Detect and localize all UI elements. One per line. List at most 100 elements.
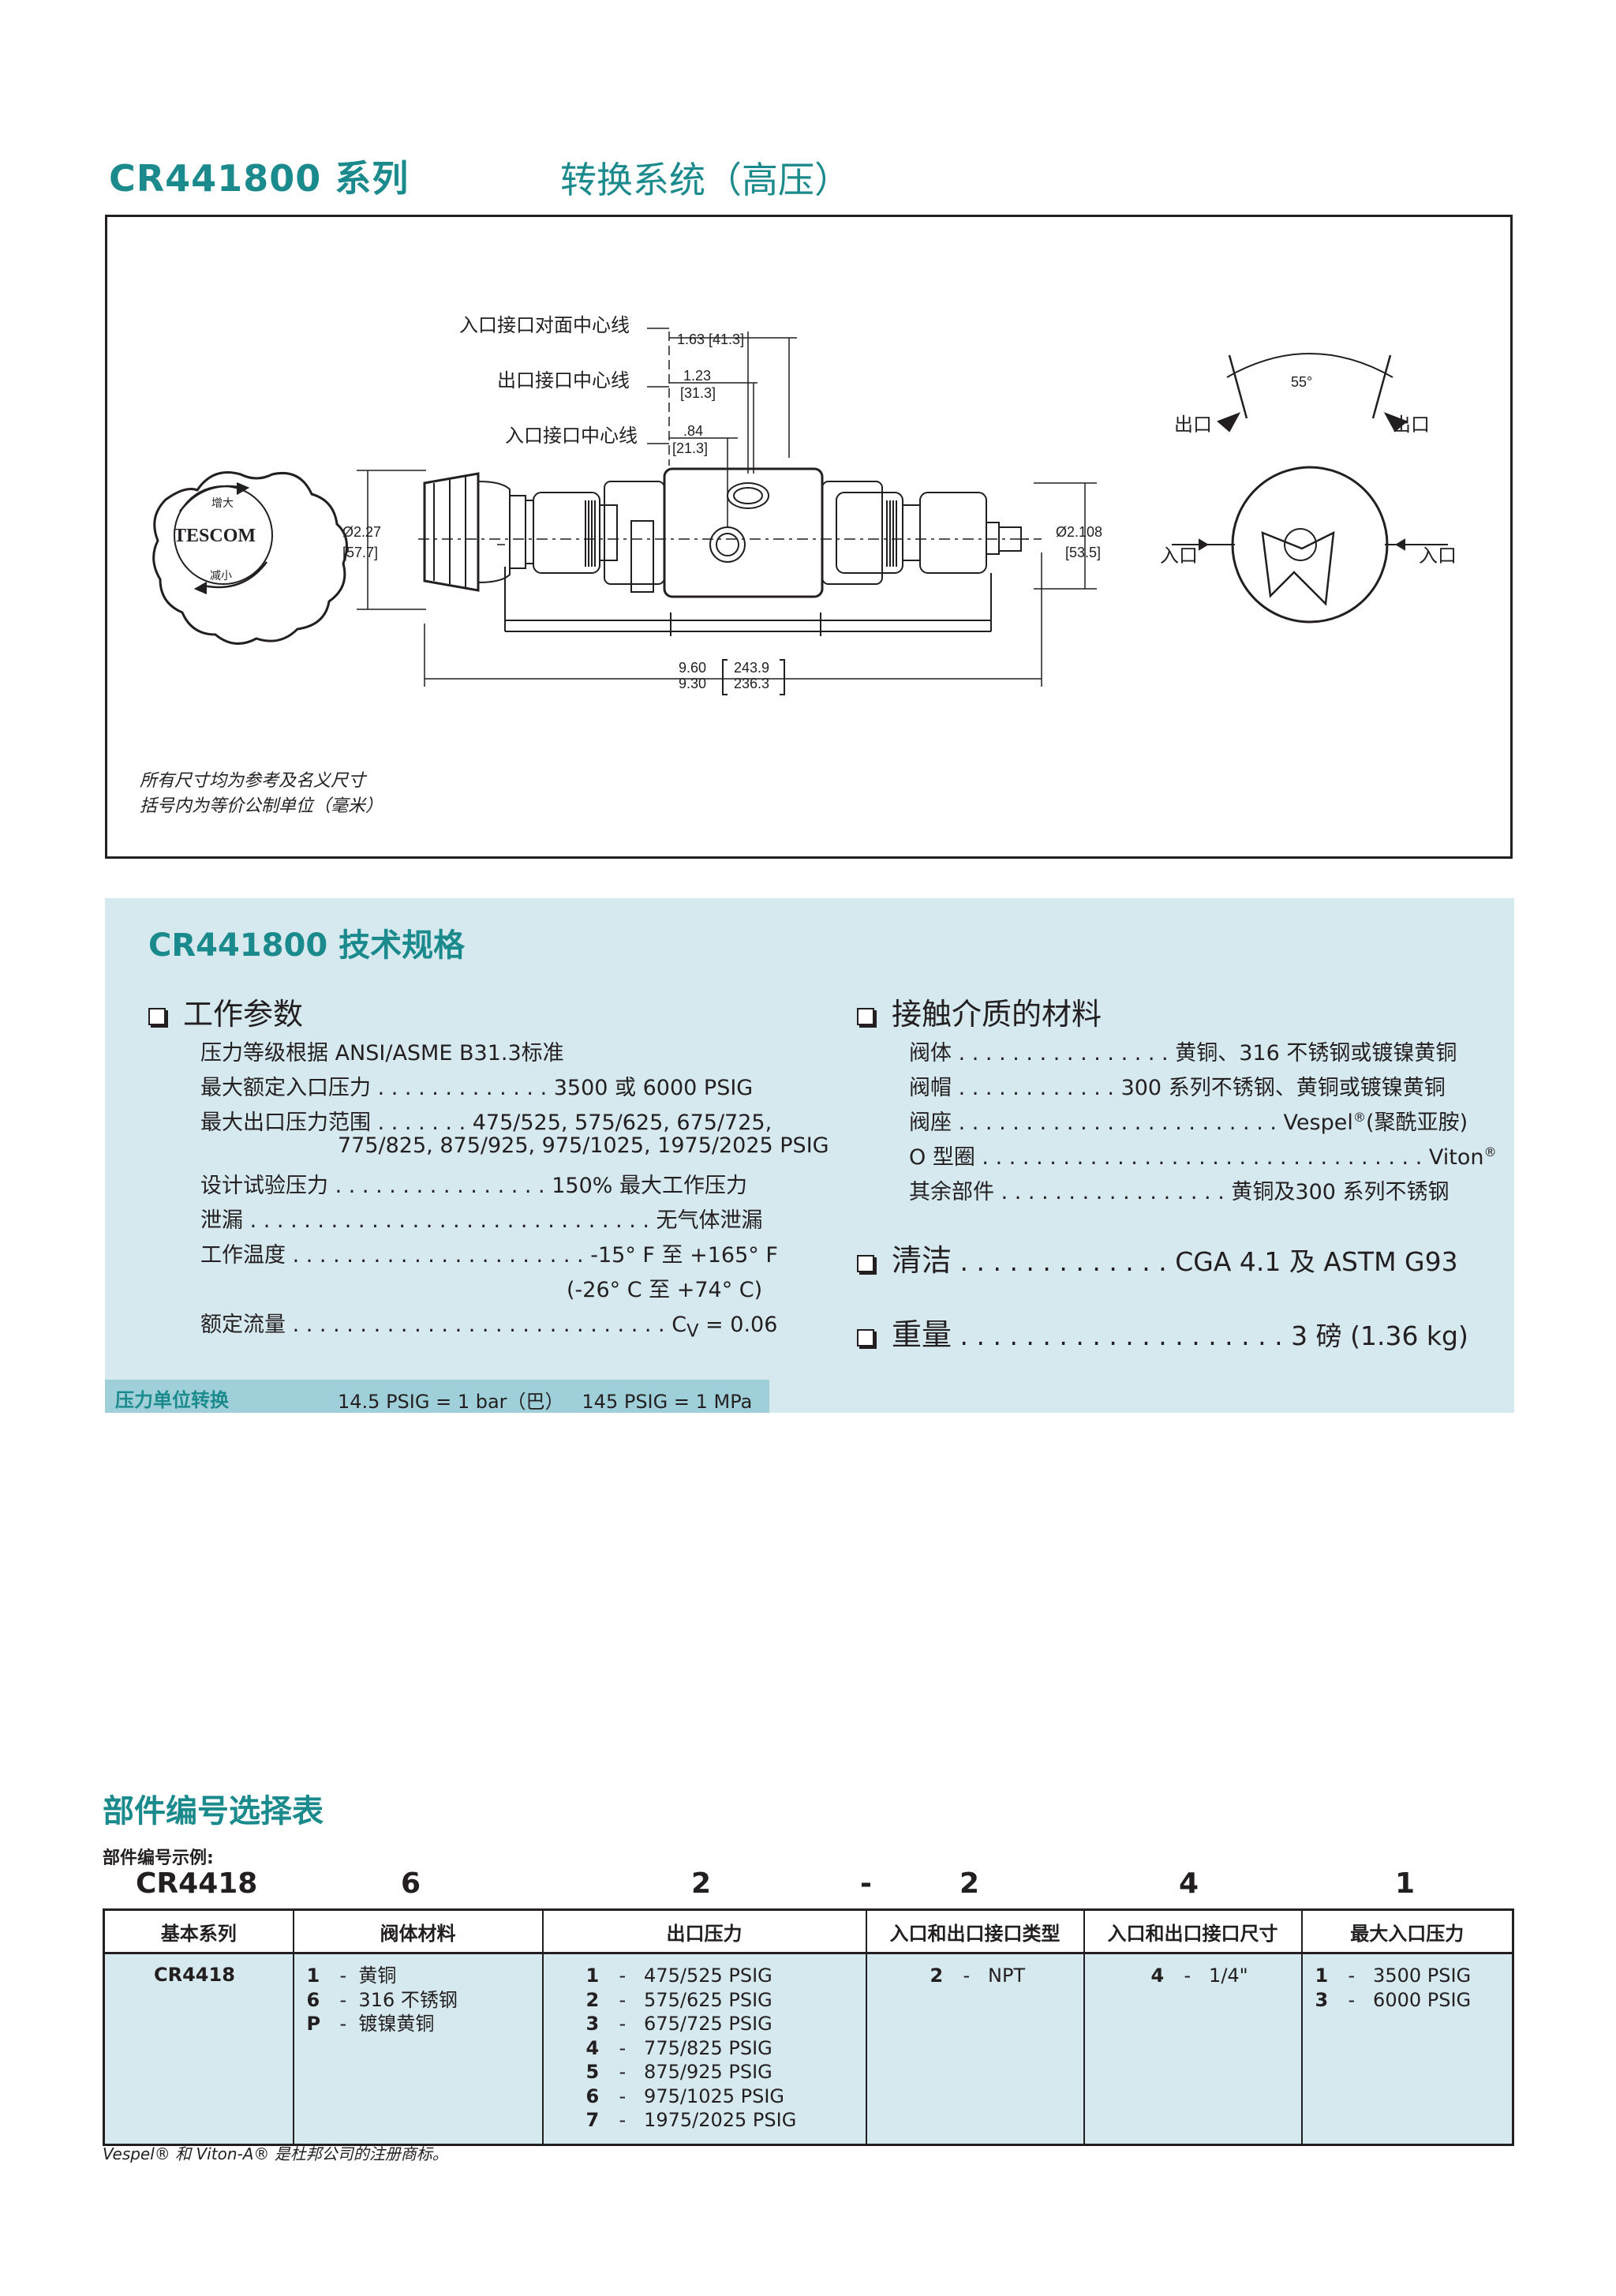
label-inlet-face-centerline: 入口接口对面中心线 bbox=[459, 314, 630, 336]
example-body: 6 bbox=[401, 1867, 421, 1900]
part-number-table: 基本系列 阀体材料 出口压力 入口和出口接口类型 入口和出口接口尺寸 最大入口压… bbox=[103, 1908, 1514, 2146]
dimension-drawing-frame bbox=[105, 215, 1513, 859]
port-end-view bbox=[1172, 353, 1448, 624]
temperature-row-2: (-26° C 至 +74° C) bbox=[567, 1278, 763, 1302]
operating-heading: 工作参数 bbox=[148, 990, 303, 1033]
example-max-inlet: 1 bbox=[1395, 1867, 1416, 1900]
header-max-inlet: 最大入口压力 bbox=[1300, 1908, 1514, 1954]
knob-increase: 增大 bbox=[211, 497, 234, 510]
dim-084: .84 bbox=[683, 423, 703, 439]
len-930: 9.30 bbox=[679, 676, 706, 691]
label-inlet-centerline: 入口接口中心线 bbox=[505, 425, 638, 447]
note-line-2: 括号内为等价公制单位（毫米） bbox=[140, 796, 383, 816]
outlet-range-row: 最大出口压力范围 . . . . . . . 475/525, 575/625,… bbox=[200, 1111, 772, 1135]
list-item: 2- NPT bbox=[930, 1965, 1026, 1987]
material-body-row: 阀体 . . . . . . . . . . . . . . . . 黄铜、31… bbox=[909, 1041, 1457, 1066]
rating-row: 压力等级根据 ANSI/ASME B31.3标准 bbox=[200, 1041, 564, 1066]
list-item: 3- 6000 PSIG bbox=[1315, 1988, 1472, 2011]
dim-123: 1.23 bbox=[683, 368, 711, 384]
conversion-label: 压力单位转换 bbox=[115, 1389, 229, 1411]
list-item: 5- 875/925 PSIG bbox=[585, 2061, 772, 2083]
specifications-panel bbox=[105, 898, 1514, 1413]
knob-brand: TESCOM bbox=[174, 526, 256, 546]
checkbox-bullet-icon bbox=[148, 1007, 166, 1025]
len-960: 9.60 bbox=[679, 660, 706, 676]
example-port-type: 2 bbox=[960, 1867, 980, 1900]
angle-label: 55° bbox=[1291, 374, 1312, 390]
list-item: P- 镀镍黄铜 bbox=[306, 2013, 435, 2035]
dim-084-mm: [21.3] bbox=[672, 440, 708, 456]
port-size-cell: 4- 1/4" bbox=[1083, 1953, 1303, 2145]
port-type-cell: 2- NPT bbox=[865, 1953, 1085, 2145]
materials-heading: 接触介质的材料 bbox=[857, 990, 1102, 1033]
checkbox-bullet-icon bbox=[857, 1328, 874, 1347]
knob-front-view bbox=[152, 471, 348, 645]
list-item: 4- 775/825 PSIG bbox=[585, 2036, 772, 2059]
header-port-type: 入口和出口接口类型 bbox=[865, 1908, 1085, 1954]
dim-163: 1.63 [41.3] bbox=[677, 331, 744, 347]
base-cell: CR4418 bbox=[103, 1953, 294, 2145]
dia-left: Ø2.27 bbox=[342, 524, 381, 540]
leakage-row: 泄漏 . . . . . . . . . . . . . . . . . . .… bbox=[200, 1208, 763, 1233]
part-number-example-label: 部件编号示例: bbox=[103, 1848, 214, 1868]
dimension-drawing: 入口接口对面中心线 出口接口中心线 入口接口中心线 1.63 [41.3] 1.… bbox=[140, 314, 1457, 816]
list-item: 4- 1/4" bbox=[1150, 1965, 1248, 1987]
inlet-right-label: 入口 bbox=[1419, 545, 1457, 567]
body-cell: 1- 黄铜 6- 316 不锈钢 P- 镀镍黄铜 bbox=[292, 1953, 544, 2145]
max-inlet-cell: 1- 3500 PSIG 3- 6000 PSIG bbox=[1300, 1953, 1514, 2145]
list-item: 6- 316 不锈钢 bbox=[306, 1988, 458, 2011]
example-dash: - bbox=[860, 1867, 872, 1900]
max-inlet-row: 最大额定入口压力 . . . . . . . . . . . . . 3500 … bbox=[200, 1076, 754, 1100]
example-outlet: 2 bbox=[691, 1867, 712, 1900]
list-item: 1- 黄铜 bbox=[306, 1965, 397, 1987]
outlet-range-row-2: 775/825, 875/925, 975/1025, 1975/2025 PS… bbox=[338, 1133, 829, 1158]
weight-row: 重量 . . . . . . . . . . . . . . . . . . .… bbox=[857, 1310, 1468, 1354]
dimension-lines bbox=[357, 328, 1097, 687]
outlet-cell: 1- 475/525 PSIG 2- 575/625 PSIG 3- 675/7… bbox=[541, 1953, 867, 2145]
checkbox-bullet-icon bbox=[857, 1007, 874, 1025]
header-body: 阀体材料 bbox=[292, 1908, 544, 1954]
table-header-row: 基本系列 阀体材料 出口压力 入口和出口接口类型 入口和出口接口尺寸 最大入口压… bbox=[103, 1908, 1514, 1954]
example-base: CR4418 bbox=[136, 1867, 258, 1900]
regulator-side-view bbox=[418, 467, 1042, 636]
dim-123-mm: [31.3] bbox=[680, 385, 716, 401]
note-line-1: 所有尺寸均为参考及名义尺寸 bbox=[140, 771, 368, 791]
material-bonnet-row: 阀帽 . . . . . . . . . . . . 300 系列不锈钢、黄铜或… bbox=[909, 1076, 1446, 1100]
specifications-title: CR441800 技术规格 bbox=[148, 927, 466, 964]
test-pressure-row: 设计试验压力 . . . . . . . . . . . . . . . . 1… bbox=[200, 1174, 748, 1198]
len-960-mm: 243.9 bbox=[734, 660, 769, 676]
header-base: 基本系列 bbox=[103, 1908, 294, 1954]
conversion-value: 14.5 PSIG = 1 bar（巴） 145 PSIG = 1 MPa bbox=[338, 1391, 753, 1413]
material-other-row: 其余部件 . . . . . . . . . . . . . . . . . 黄… bbox=[909, 1180, 1450, 1204]
temperature-row: 工作温度 . . . . . . . . . . . . . . . . . .… bbox=[200, 1243, 778, 1268]
checkbox-bullet-icon bbox=[857, 1254, 874, 1272]
outlet-left-label: 出口 bbox=[1174, 414, 1212, 436]
flow-row: 额定流量 . . . . . . . . . . . . . . . . . .… bbox=[200, 1313, 778, 1342]
inlet-left-label: 入口 bbox=[1160, 545, 1198, 567]
series-subtitle: 转换系统（高压） bbox=[560, 159, 851, 201]
series-title: CR441800 系列 bbox=[109, 157, 410, 200]
example-port-size: 4 bbox=[1179, 1867, 1199, 1900]
list-item: 7- 1975/2025 PSIG bbox=[585, 2109, 797, 2131]
material-seat-row: 阀座 . . . . . . . . . . . . . . . . . . .… bbox=[909, 1110, 1468, 1135]
table-row: CR4418 1- 黄铜 6- 316 不锈钢 P- 镀镍黄铜 1- 475/5… bbox=[103, 1953, 1514, 2145]
list-item: 1- 475/525 PSIG bbox=[585, 1965, 772, 1987]
cleaning-row: 清洁 . . . . . . . . . . . . . CGA 4.1 及 A… bbox=[857, 1236, 1458, 1279]
list-item: 6- 975/1025 PSIG bbox=[585, 2084, 785, 2107]
dia-left-mm: [57.7] bbox=[342, 545, 378, 560]
knob-decrease: 减小 bbox=[210, 570, 232, 582]
trademark-footnote: Vespel® 和 Viton-A® 是杜邦公司的注册商标。 bbox=[103, 2144, 448, 2163]
list-item: 3- 675/725 PSIG bbox=[585, 2013, 772, 2035]
header-outlet: 出口压力 bbox=[541, 1908, 867, 1954]
list-item: 2- 575/625 PSIG bbox=[585, 1988, 772, 2011]
material-oring-row: O 型圈 . . . . . . . . . . . . . . . . . .… bbox=[909, 1144, 1497, 1170]
dia-right: Ø2.108 bbox=[1056, 524, 1102, 540]
header-port-size: 入口和出口接口尺寸 bbox=[1083, 1908, 1303, 1954]
list-item: 1- 3500 PSIG bbox=[1315, 1965, 1472, 1987]
conversion-bar bbox=[105, 1380, 769, 1413]
len-930-mm: 236.3 bbox=[734, 676, 769, 691]
part-number-title: 部件编号选择表 bbox=[103, 1793, 324, 1830]
label-outlet-centerline: 出口接口中心线 bbox=[497, 369, 630, 391]
dia-right-mm: [53.5] bbox=[1065, 545, 1101, 560]
outlet-right-label: 出口 bbox=[1392, 414, 1430, 436]
